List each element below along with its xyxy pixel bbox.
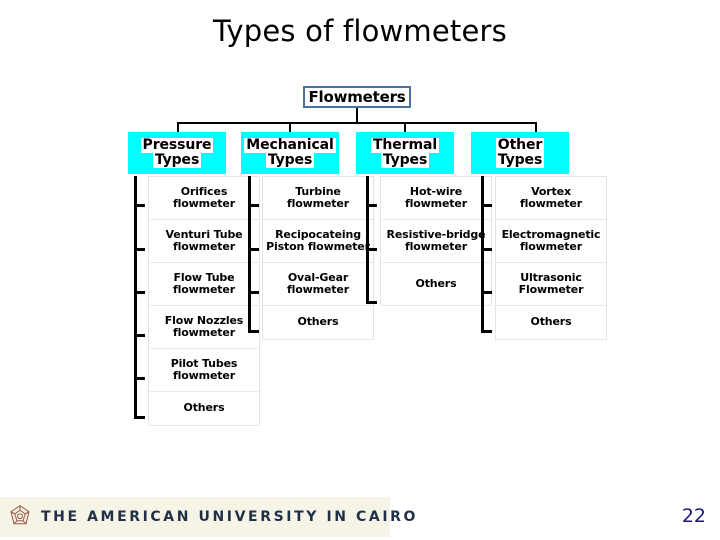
column-stub <box>366 301 377 304</box>
leaf-line2: flowmeter <box>520 240 582 253</box>
page-number: 22 <box>681 505 706 527</box>
tree-root-node: Flowmeters <box>303 86 411 108</box>
category-label-line2: Types <box>265 152 315 168</box>
leaf-line1: Electromagnetic <box>501 227 601 241</box>
leaf-line2: flowmeter <box>520 197 582 210</box>
leaf-line1: Oval-Gear <box>287 270 349 284</box>
leaf-line1: Others <box>530 315 572 329</box>
tree-root-label: Flowmeters <box>308 88 406 106</box>
column-stub <box>248 291 259 294</box>
leaf-line1: Vortex <box>531 184 571 198</box>
leaf-line2: flowmeter <box>173 240 235 253</box>
leaf-line1: Orifices <box>180 184 228 198</box>
leaf-line1: Others <box>297 315 339 329</box>
leaf-item: Venturi Tube flowmeter <box>149 220 259 263</box>
university-logo-band: THE AMERICAN UNIVERSITY IN CAIRO <box>0 497 415 537</box>
leaf-item: Flow Tube flowmeter <box>149 263 259 306</box>
column-stub <box>366 248 377 251</box>
leaf-item: Others <box>263 306 373 340</box>
leaf-line2: flowmeter <box>287 197 349 210</box>
leaf-item: Others <box>381 263 491 306</box>
leaf-line1: Others <box>183 401 225 415</box>
leaf-item: Flow Nozzles flowmeter <box>149 306 259 349</box>
leaf-stack: Turbine flowmeter Recipocateing Piston f… <box>262 176 374 340</box>
leaf-line2: flowmeter <box>173 197 235 210</box>
category-box-thermal: Thermal Types <box>356 132 454 174</box>
leaf-line1: Turbine <box>295 184 341 198</box>
column-stub <box>481 248 492 251</box>
leaf-line2: flowmeter <box>173 369 235 382</box>
category-label-line1: Thermal <box>370 137 440 154</box>
leaf-item: Oval-Gear flowmeter <box>263 263 373 306</box>
column-trunk-line <box>248 176 251 333</box>
leaf-line1: Ultrasonic <box>520 270 582 284</box>
column-stub <box>134 248 145 251</box>
leaf-item: Others <box>149 392 259 426</box>
column-stub <box>248 330 259 333</box>
leaf-line2: Piston flowmeter <box>266 240 370 253</box>
column-stub <box>134 334 145 337</box>
column-stub <box>134 416 145 419</box>
leaf-item: Ultrasonic Flowmeter <box>496 263 606 306</box>
column-stub <box>134 377 145 380</box>
leaf-item: Pilot Tubes flowmeter <box>149 349 259 392</box>
leaf-stack: Orifices flowmeter Venturi Tube flowmete… <box>148 176 260 426</box>
leaf-line2: flowmeter <box>405 240 467 253</box>
connector-drop-thermal <box>404 122 406 133</box>
leaf-line1: Flow Nozzles <box>164 313 244 327</box>
leaf-line1: Venturi Tube <box>165 227 243 241</box>
category-label-line1: Other <box>495 137 545 154</box>
column-stub <box>134 291 145 294</box>
category-label-line2: Types <box>495 152 545 168</box>
category-box-pressure: Pressure Types <box>128 132 226 174</box>
category-label-line1: Mechanical <box>244 137 336 154</box>
leaf-item: Electromagnetic flowmeter <box>496 220 606 263</box>
column-stub <box>134 204 145 207</box>
column-stub <box>481 204 492 207</box>
leaf-stack: Hot-wire flowmeter Resistive-bridge flow… <box>380 176 492 306</box>
leaf-line2: flowmeter <box>173 326 235 339</box>
category-label-line1: Pressure <box>140 137 214 154</box>
column-stub <box>248 248 259 251</box>
connector-root-stem <box>356 108 358 123</box>
leaf-item: Resistive-bridge flowmeter <box>381 220 491 263</box>
column-trunk-line <box>366 176 369 304</box>
column-stub <box>248 204 259 207</box>
connector-horizontal-bus <box>177 122 537 124</box>
page-title: Types of flowmeters <box>213 14 507 48</box>
leaf-line1: Recipocateing <box>275 227 361 241</box>
leaf-item: Orifices flowmeter <box>149 177 259 220</box>
column-stub <box>481 330 492 333</box>
leaf-item: Hot-wire flowmeter <box>381 177 491 220</box>
university-logo-text: THE AMERICAN UNIVERSITY IN CAIRO <box>41 509 419 525</box>
connector-drop-mechanical <box>289 122 291 133</box>
leaf-item: Others <box>496 306 606 340</box>
leaf-item: Recipocateing Piston flowmeter <box>263 220 373 263</box>
column-trunk-line <box>134 176 137 419</box>
leaf-line2: flowmeter <box>173 283 235 296</box>
leaf-line1: Flow Tube <box>173 270 235 284</box>
column-trunk-line <box>481 176 484 333</box>
column-stub <box>366 204 377 207</box>
flowmeter-type-tree-diagram: Flowmeters Pressure Types Mechanical Typ… <box>128 86 607 426</box>
category-label-line2: Types <box>380 152 430 168</box>
leaf-line1: Resistive-bridge <box>386 227 486 241</box>
leaf-line2: flowmeter <box>405 197 467 210</box>
leaf-line1: Pilot Tubes <box>170 356 238 370</box>
category-label-line2: Types <box>152 152 202 168</box>
leaf-line2: flowmeter <box>287 283 349 296</box>
leaf-line1: Hot-wire <box>409 184 463 198</box>
connector-drop-pressure <box>177 122 179 133</box>
leaf-item: Vortex flowmeter <box>496 177 606 220</box>
leaf-line2: Flowmeter <box>518 283 584 296</box>
aic-emblem-icon <box>10 505 30 525</box>
leaf-item: Turbine flowmeter <box>263 177 373 220</box>
leaf-stack: Vortex flowmeter Electromagnetic flowmet… <box>495 176 607 340</box>
category-box-other: Other Types <box>471 132 569 174</box>
column-stub <box>481 291 492 294</box>
category-box-mechanical: Mechanical Types <box>241 132 339 174</box>
leaf-line1: Others <box>415 276 457 290</box>
connector-drop-other <box>535 122 537 133</box>
